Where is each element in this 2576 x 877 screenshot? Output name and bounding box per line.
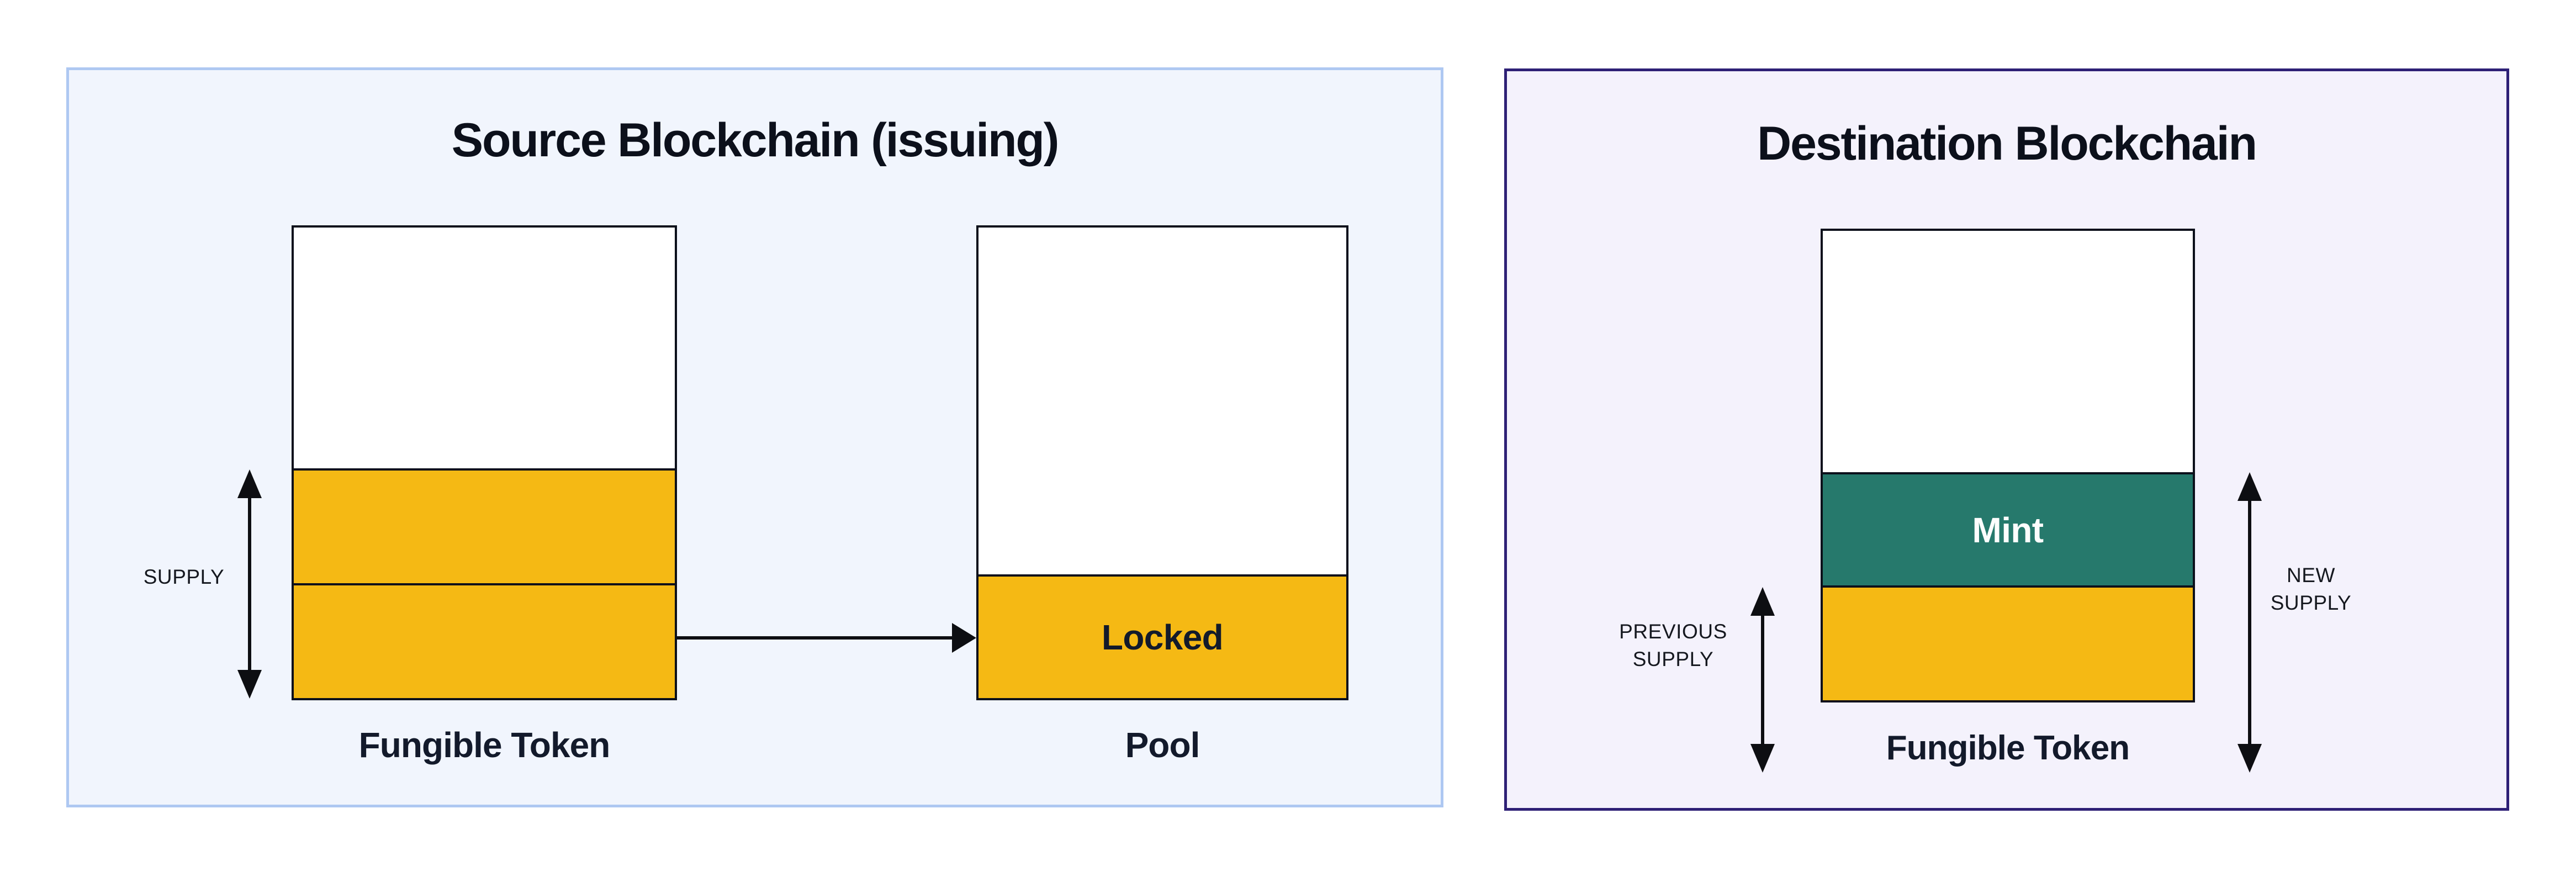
source-fungible-token-caption: Fungible Token: [358, 725, 611, 765]
new-supply-range-arrow-icon: [2238, 472, 2262, 773]
source-fungible-token-box: [292, 225, 677, 700]
arrow-down-head-icon: [237, 670, 262, 699]
destination-fungible-token-box: Mint: [1821, 229, 2195, 702]
source-panel-title: Source Blockchain (issuing): [451, 114, 1060, 167]
new-supply-line1: NEW: [2287, 564, 2335, 587]
arrow-shaft: [1761, 609, 1764, 751]
arrow-shaft: [2248, 494, 2251, 751]
arrow-down-head-icon: [2238, 744, 2262, 773]
locked-label: Locked: [1101, 617, 1224, 657]
destination-token-unissued-segment: [1823, 231, 2193, 472]
previous-supply-label: PREVIOUS SUPPLY: [1590, 618, 1756, 673]
pool-caption: Pool: [1125, 725, 1200, 765]
destination-panel-title: Destination Blockchain: [1757, 117, 2257, 170]
mint-label: Mint: [1972, 510, 2044, 550]
destination-blockchain-panel: Destination Blockchain Mint Fungible Tok…: [1504, 68, 2509, 811]
source-token-supply-upper-segment: [294, 468, 675, 583]
destination-token-mint-segment: Mint: [1823, 472, 2193, 585]
supply-label: SUPPLY: [143, 566, 225, 588]
pool-box: Locked: [976, 225, 1348, 700]
previous-supply-line1: PREVIOUS: [1619, 620, 1727, 643]
source-blockchain-panel: Source Blockchain (issuing) Fungible Tok…: [66, 67, 1443, 807]
destination-token-previous-supply-segment: [1823, 585, 2193, 700]
previous-supply-line2: SUPPLY: [1632, 648, 1714, 670]
lock-transfer-arrow-icon: [677, 623, 976, 653]
pool-locked-segment: Locked: [978, 574, 1346, 698]
arrow-right-head-icon: [952, 623, 976, 653]
previous-supply-range-arrow-icon: [1750, 587, 1775, 773]
destination-fungible-token-caption: Fungible Token: [1886, 729, 2130, 767]
arrow-shaft: [248, 492, 251, 677]
new-supply-label: NEW SUPPLY: [2228, 562, 2394, 617]
source-token-unissued-segment: [294, 228, 675, 468]
source-token-supply-lower-segment: [294, 583, 675, 698]
arrow-down-head-icon: [1750, 744, 1775, 773]
pool-empty-segment: [978, 228, 1346, 574]
supply-range-arrow-icon: [237, 469, 262, 699]
new-supply-line2: SUPPLY: [2270, 591, 2352, 614]
arrow-shaft: [677, 636, 954, 640]
